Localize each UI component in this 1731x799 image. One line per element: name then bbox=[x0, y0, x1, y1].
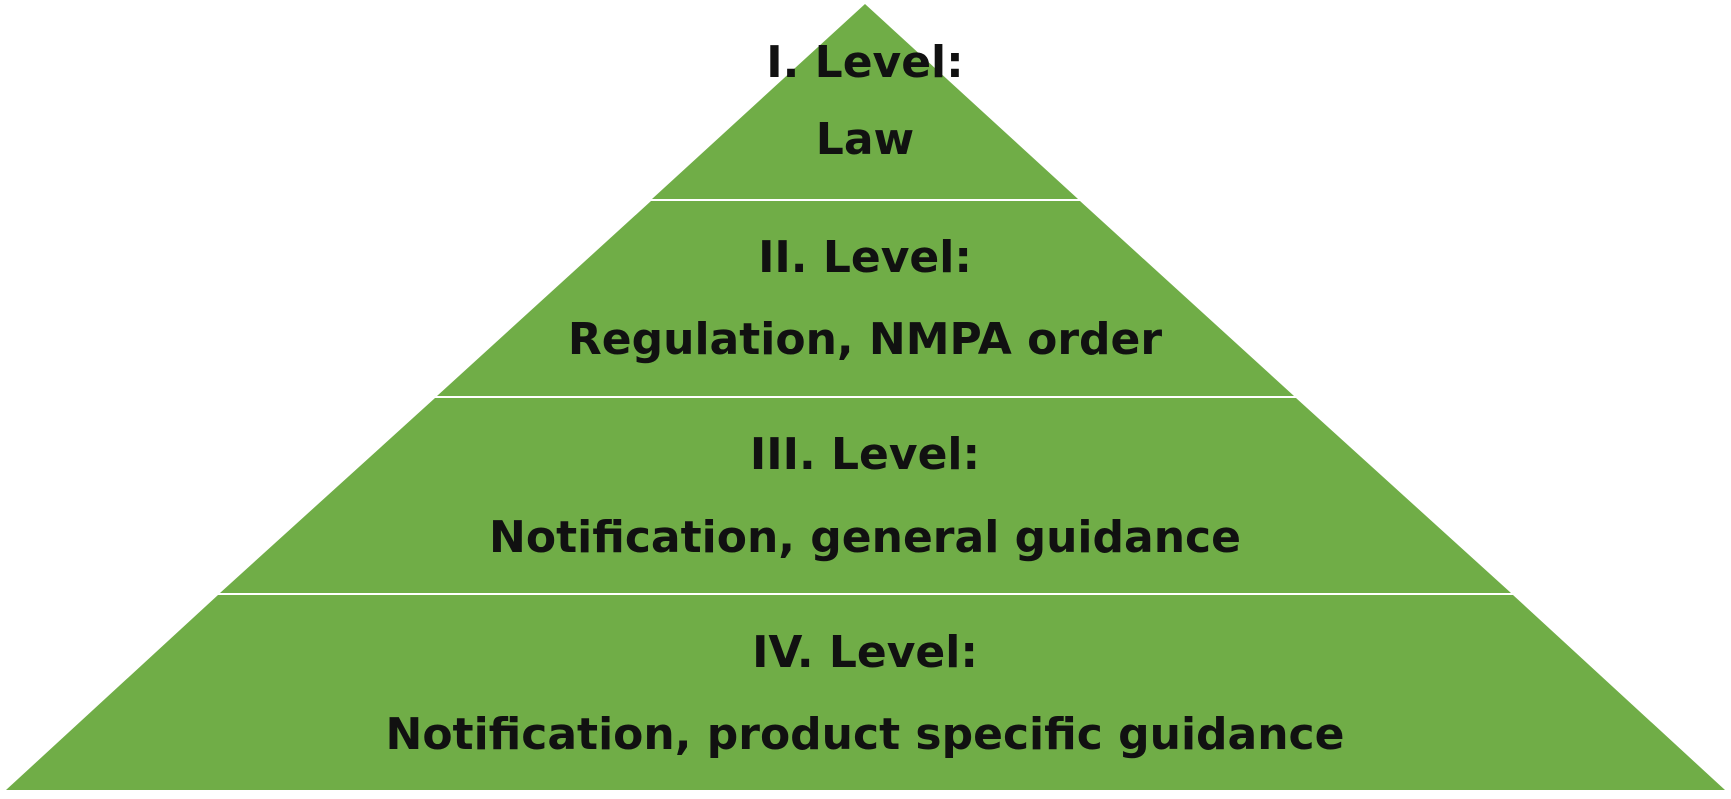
level-3-shape bbox=[220, 398, 1511, 593]
level-2-label: Regulation, NMPA order bbox=[568, 314, 1162, 365]
pyramid-level-2: II. Level: Regulation, NMPA order bbox=[437, 201, 1294, 396]
level-3-label: Notification, general guidance bbox=[489, 512, 1241, 563]
level-1-shape bbox=[652, 4, 1078, 199]
level-4-label: Notification, product specific guidance bbox=[386, 709, 1345, 760]
pyramid-level-1: I. Level: Law bbox=[652, 4, 1078, 199]
level-3-heading: III. Level: bbox=[750, 429, 980, 480]
level-4-shape bbox=[6, 595, 1725, 790]
level-4-heading: IV. Level: bbox=[752, 627, 978, 678]
pyramid-level-3: III. Level: Notification, general guidan… bbox=[220, 398, 1511, 593]
level-1-label: Law bbox=[816, 114, 914, 165]
pyramid-level-4: IV. Level: Notification, product specifi… bbox=[6, 595, 1725, 790]
level-2-shape bbox=[437, 201, 1294, 396]
level-2-heading: II. Level: bbox=[758, 232, 972, 283]
level-1-heading: I. Level: bbox=[766, 37, 963, 88]
